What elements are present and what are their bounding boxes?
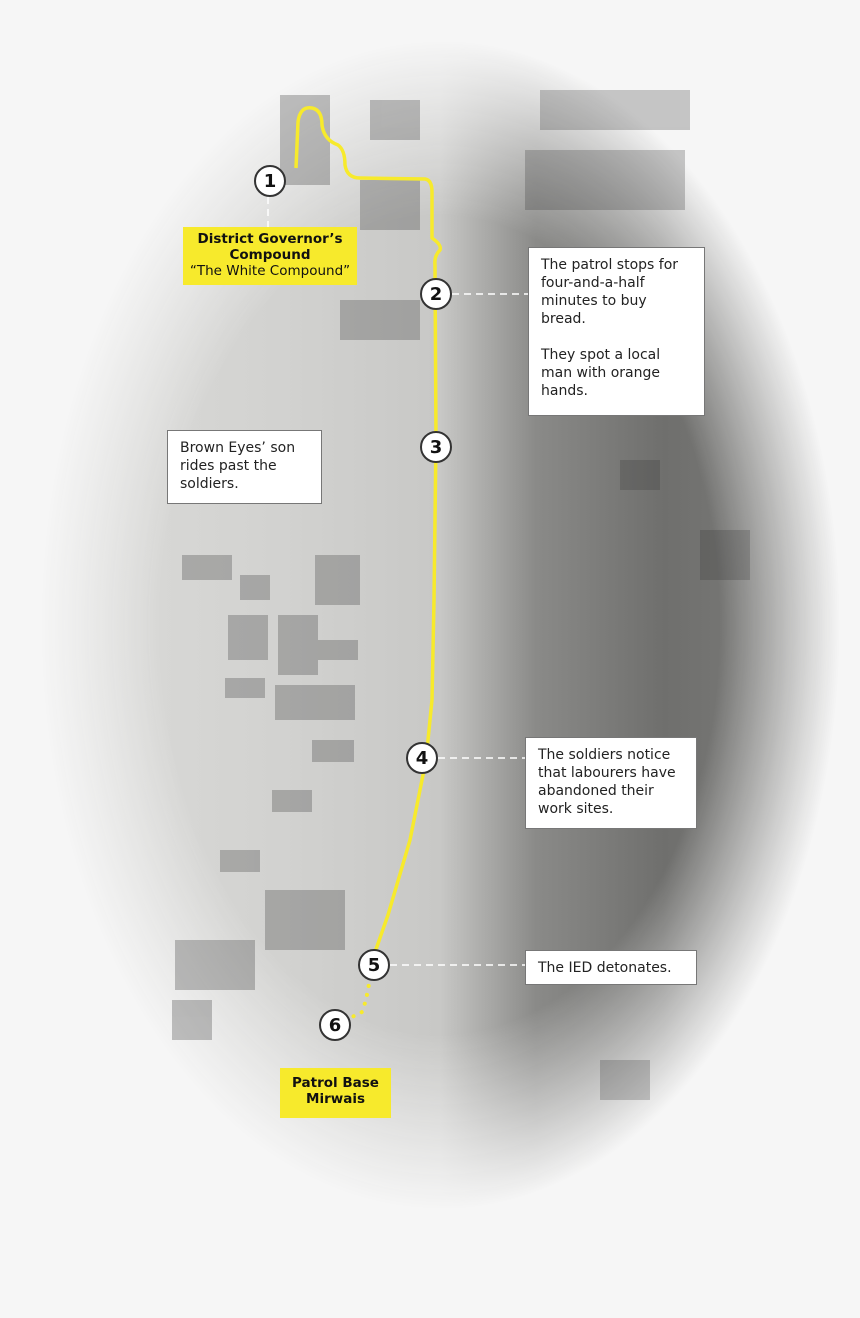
route-marker-2: 2: [420, 278, 452, 310]
callout-stop-2: The patrol stops for four-and-a-half min…: [528, 247, 705, 416]
route-marker-3: 3: [420, 431, 452, 463]
patrol-route-final-dotted: [348, 966, 374, 1020]
callout-stop-3: Brown Eyes’ son rides past the soldiers.: [167, 430, 322, 504]
patrol-base-label: Patrol Base Mirwais: [280, 1068, 391, 1118]
route-marker-5: 5: [358, 949, 390, 981]
buildings: [172, 95, 420, 1040]
compound-subtitle: “The White Compound”: [189, 263, 351, 279]
callout-stop-4: The soldiers notice that labourers have …: [525, 737, 697, 829]
fields: [525, 90, 750, 1100]
leader-lines: [267, 197, 528, 966]
compound-label: District Governor’s Compound “The White …: [183, 227, 357, 285]
aerial-photo: [40, 40, 840, 1210]
callout-stop-5: The IED detonates.: [525, 950, 697, 985]
route-marker-4: 4: [406, 742, 438, 774]
route-marker-6: 6: [319, 1009, 351, 1041]
route-marker-1: 1: [254, 165, 286, 197]
patrol-route: [294, 106, 443, 956]
compound-title: District Governor’s Compound: [197, 231, 343, 263]
